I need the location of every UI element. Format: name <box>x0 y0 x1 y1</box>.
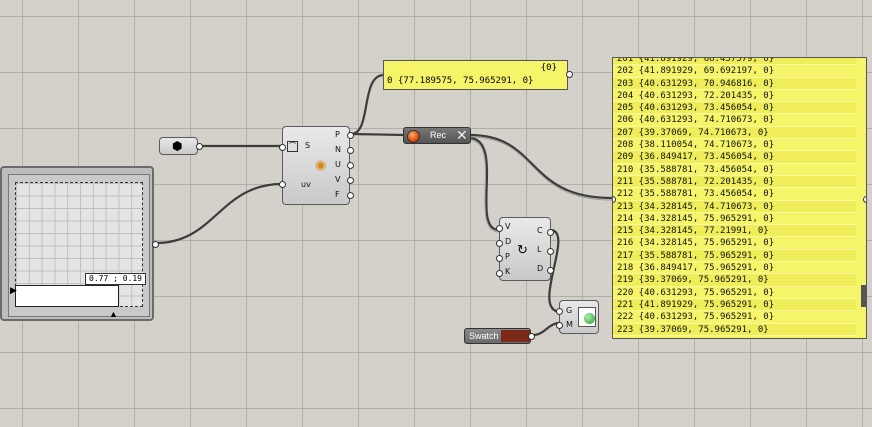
input-label-s: S <box>305 141 311 150</box>
output-label-d: D <box>537 264 544 273</box>
list-item: 202 {41.891929, 69.692197, 0} <box>613 65 856 78</box>
surface-input-port-uv[interactable] <box>279 181 286 188</box>
list-item: 220 {40.631293, 75.965291, 0} <box>613 287 856 299</box>
graph-mapper-tooltip: 0.77 ; 0.19 <box>85 273 146 285</box>
disc-output-port-l[interactable] <box>547 248 554 255</box>
wire-point-to-recorder <box>350 132 405 137</box>
swatch-color-box[interactable] <box>501 330 530 342</box>
input-label-g: G <box>566 306 573 315</box>
input-label-k: K <box>505 267 511 276</box>
bottom-marker-icon[interactable]: ▲ <box>109 309 118 319</box>
preview-icon <box>578 307 596 327</box>
list-item: 209 {36.849417, 73.456054, 0} <box>613 151 856 164</box>
colour-swatch[interactable]: Swatch <box>464 328 535 344</box>
disc-input-port-p[interactable] <box>496 255 503 262</box>
panel-scrollbar[interactable] <box>861 285 866 307</box>
input-label-d: D <box>505 237 512 246</box>
point-panel-value: {77.189575, 75.965291, 0} <box>398 76 534 86</box>
clear-icon[interactable]: ✕ <box>456 127 468 143</box>
geometry-icon: ⬢ <box>172 139 183 153</box>
disc-input-port-d[interactable] <box>496 240 503 247</box>
points-list: 201 {41.891929, 68.437579, 0}202 {41.891… <box>613 58 866 336</box>
list-item: 219 {39.37069, 75.965291, 0} <box>613 274 856 287</box>
list-item: 204 {40.631293, 72.201435, 0} <box>613 90 856 103</box>
graph-mapper-frame: 0.77 ; 0.19 ▶ ▲ <box>8 174 150 319</box>
surface-output-port-n[interactable] <box>347 147 354 154</box>
left-marker-icon[interactable]: ▶ <box>10 285 17 295</box>
output-label-f: F <box>335 190 340 199</box>
discontinuity-component[interactable]: V D P K ↻ C L D <box>496 217 554 281</box>
output-label-p: P <box>335 130 340 139</box>
list-item: 211 {35.588781, 72.201435, 0} <box>613 175 856 189</box>
evaluate-surface-icon: ◉ <box>315 157 327 172</box>
list-item: 203 {40.631293, 70.946816, 0} <box>613 77 856 90</box>
input-label-v: V <box>505 222 511 231</box>
list-item: 213 {34.328145, 74.710673, 0} <box>613 200 856 213</box>
swatch-label: Swatch <box>469 331 499 341</box>
point-panel-index: 0 <box>387 76 393 86</box>
record-icon[interactable] <box>407 130 420 143</box>
surface-evaluate-component[interactable]: ⌒ S uv ◉ P N U V F <box>279 126 354 205</box>
list-item: 217 {35.588781, 75.965291, 0} <box>613 249 856 263</box>
disc-input-port-k[interactable] <box>496 270 503 277</box>
surface-output-port-u[interactable] <box>347 162 354 169</box>
wire-point-to-panel <box>350 73 385 136</box>
list-panel-output-port[interactable] <box>863 196 866 203</box>
list-item: 215 {34.328145, 77.21991, 0} <box>613 225 856 238</box>
output-label-u: U <box>335 160 341 169</box>
input-label-uv: uv <box>301 180 311 189</box>
output-label-n: N <box>335 145 341 154</box>
list-item: 223 {39.37069, 75.965291, 0} <box>613 323 856 336</box>
list-item: 201 {41.891929, 68.437579, 0} <box>613 58 856 66</box>
input-label-m: M <box>566 320 573 329</box>
input-label-p: P <box>505 252 510 261</box>
list-item: 214 {34.328145, 75.965291, 0} <box>613 213 856 226</box>
points-list-panel[interactable]: 201 {41.891929, 68.437579, 0}202 {41.891… <box>612 57 867 339</box>
geometry-param[interactable]: ⬢ <box>159 137 203 155</box>
list-item: 207 {39.37069, 74.710673, 0} <box>613 126 856 140</box>
disc-output-port-d[interactable] <box>547 267 554 274</box>
polyline-icon: ↻ <box>517 242 528 257</box>
list-item: 216 {34.328145, 75.965291, 0} <box>613 237 856 250</box>
output-label-c: C <box>537 226 543 235</box>
preview-input-port-m[interactable] <box>556 322 563 329</box>
disc-input-port-v[interactable] <box>496 225 503 232</box>
recorder-label: Rec <box>430 130 447 140</box>
point-panel-header: {0} <box>540 63 557 73</box>
data-recorder[interactable]: Rec ✕ <box>403 127 471 144</box>
custom-preview-component[interactable]: G M <box>556 300 599 334</box>
list-item: 205 {40.631293, 73.456054, 0} <box>613 102 856 115</box>
graph-mapper[interactable]: 0.77 ; 0.19 ▶ ▲ <box>0 166 159 321</box>
wire-recorder-to-list <box>469 133 613 200</box>
swatch-output-port[interactable] <box>528 333 535 340</box>
wire-recorder-to-discontinuity <box>469 136 500 232</box>
surface-param-icon: ⌒ <box>287 141 298 152</box>
surface-output-port-p[interactable] <box>347 132 354 139</box>
list-item: 210 {35.588781, 73.456054, 0} <box>613 164 856 176</box>
list-item: 208 {38.110054, 74.710673, 0} <box>613 139 856 152</box>
point-panel-output-port[interactable] <box>566 71 573 78</box>
surface-input-port-s[interactable] <box>279 144 286 151</box>
output-label-v: V <box>335 175 341 184</box>
list-item: 212 {35.588781, 73.456054, 0} <box>613 188 856 201</box>
surface-output-port-f[interactable] <box>347 192 354 199</box>
output-label-l: L <box>537 245 542 254</box>
preview-input-port-g[interactable] <box>556 308 563 315</box>
wire-mapper-to-uv <box>155 182 283 245</box>
geometry-output-port[interactable] <box>196 143 203 150</box>
list-item: 221 {41.891929, 75.965291, 0} <box>613 298 856 312</box>
disc-output-port-c[interactable] <box>547 229 554 236</box>
graph-mapper-output-port[interactable] <box>152 241 159 248</box>
list-item: 206 {40.631293, 74.710673, 0} <box>613 114 856 127</box>
list-item: 222 {40.631293, 75.965291, 0} <box>613 311 856 324</box>
surface-output-port-v[interactable] <box>347 177 354 184</box>
point-panel[interactable]: {0} 0 {77.189575, 75.965291, 0} <box>383 60 573 90</box>
graph-mapper-curve-region[interactable] <box>15 285 119 307</box>
list-item: 218 {36.849417, 75.965291, 0} <box>613 262 856 275</box>
